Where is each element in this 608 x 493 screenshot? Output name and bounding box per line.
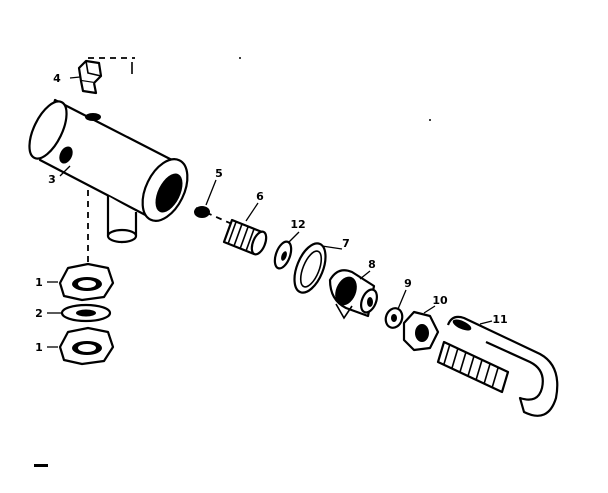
part-6-spring [222,218,268,256]
leader-lines [47,76,493,348]
callout-5: 5 [215,167,223,180]
part-12-thin-washer [273,240,293,270]
callout-2: 2 [35,307,43,320]
part-11-eyebolt [436,315,559,417]
callout-11: 11 [492,313,507,326]
callout-4: 4 [53,72,61,85]
callout-9: 9 [404,277,412,290]
scan-marks [34,57,431,467]
part-5-ball [194,206,210,218]
callout-6: 6 [256,190,264,203]
callout-1-lower: 1 [35,341,43,354]
callout-1-upper: 1 [35,276,43,289]
part-1-upper-hex-nut [58,262,115,302]
callout-12: 12 [290,218,305,231]
callout-3: 3 [48,173,56,186]
part-10-hex-nut [402,310,440,352]
part-4-hex-plug [77,59,103,95]
part-9-small-washer [384,307,404,329]
part-1-lower-hex-nut [58,326,115,366]
part-3-housing [28,98,189,244]
part-8-ratchet-assembly [328,269,378,320]
part-2-washer [60,303,112,323]
callout-10: 10 [432,294,448,307]
callout-labels: 4 3 1 2 1 5 6 12 7 8 9 10 11 [35,72,507,354]
callout-7: 7 [342,237,350,250]
callout-8: 8 [368,258,376,271]
part-7-flat-ring [293,242,327,294]
